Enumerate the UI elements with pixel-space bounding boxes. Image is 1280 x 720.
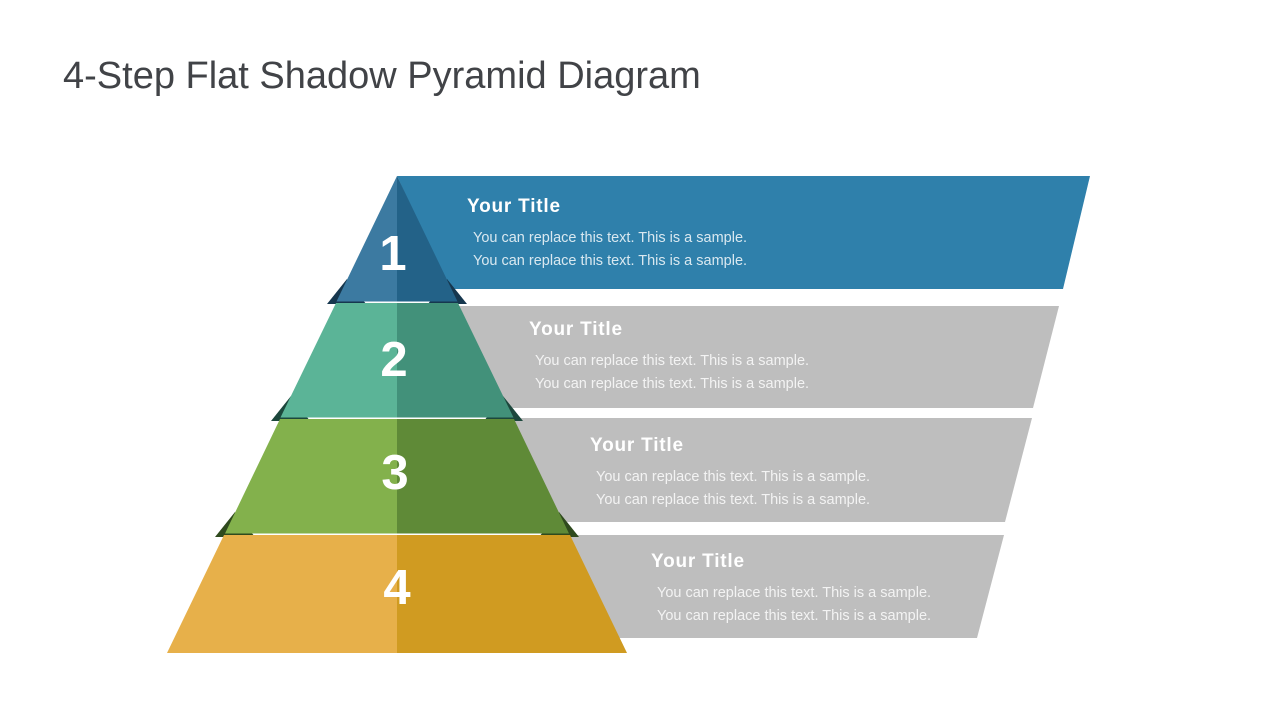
- step-4-description: You can replace this text. This is a sam…: [651, 582, 931, 628]
- step-3-banner: [507, 418, 1032, 522]
- step-2-face-left: [280, 303, 397, 418]
- step-4-number: 4: [383, 561, 411, 615]
- step-2-description-line-2: You can replace this text. This is a sam…: [535, 376, 810, 392]
- step-4-face-right: [397, 535, 627, 653]
- step-1-title: Your Title: [467, 196, 561, 217]
- step-1-face-right: [397, 176, 458, 302]
- step-3-number: 3: [381, 446, 409, 500]
- step-3-title: Your Title: [590, 435, 684, 456]
- step-4-description-line-2: You can replace this text. This is a sam…: [657, 608, 932, 624]
- step-2-banner: [453, 306, 1059, 408]
- step-3-description-line-2: You can replace this text. This is a sam…: [596, 492, 871, 508]
- step-4-face-left: [167, 535, 397, 653]
- step-3-face-right: [397, 419, 569, 534]
- step-1-banner: [397, 176, 1090, 289]
- step-1-description-line-1: You can replace this text. This is a sam…: [473, 230, 748, 246]
- step-4-title: Your Title: [651, 551, 745, 572]
- step-3-face-left: [225, 419, 397, 534]
- step-2-description-line-1: You can replace this text. This is a sam…: [535, 353, 810, 369]
- slide-title: 4-Step Flat Shadow Pyramid Diagram: [63, 55, 701, 97]
- step-2-face-right: [397, 303, 514, 418]
- step-3-text: Your Title You can replace this text. Th…: [590, 434, 870, 512]
- step-4-text: Your Title You can replace this text. Th…: [651, 550, 931, 628]
- step-1-description-line-2: You can replace this text. This is a sam…: [473, 253, 748, 269]
- step-4-banner: [564, 535, 1004, 638]
- step-3-description: You can replace this text. This is a sam…: [590, 466, 870, 512]
- step-2-description: You can replace this text. This is a sam…: [529, 350, 809, 396]
- step-4-description-line-1: You can replace this text. This is a sam…: [657, 585, 932, 601]
- step-1-face-left: [336, 176, 397, 302]
- step-2-text: Your Title You can replace this text. Th…: [529, 318, 809, 396]
- step-2-number: 2: [380, 333, 408, 387]
- step-1-description: You can replace this text. This is a sam…: [467, 227, 747, 273]
- step-1-text: Your Title You can replace this text. Th…: [467, 195, 747, 273]
- step-2-title: Your Title: [529, 319, 623, 340]
- step-3-description-line-1: You can replace this text. This is a sam…: [596, 469, 871, 485]
- step-1-number: 1: [379, 227, 407, 281]
